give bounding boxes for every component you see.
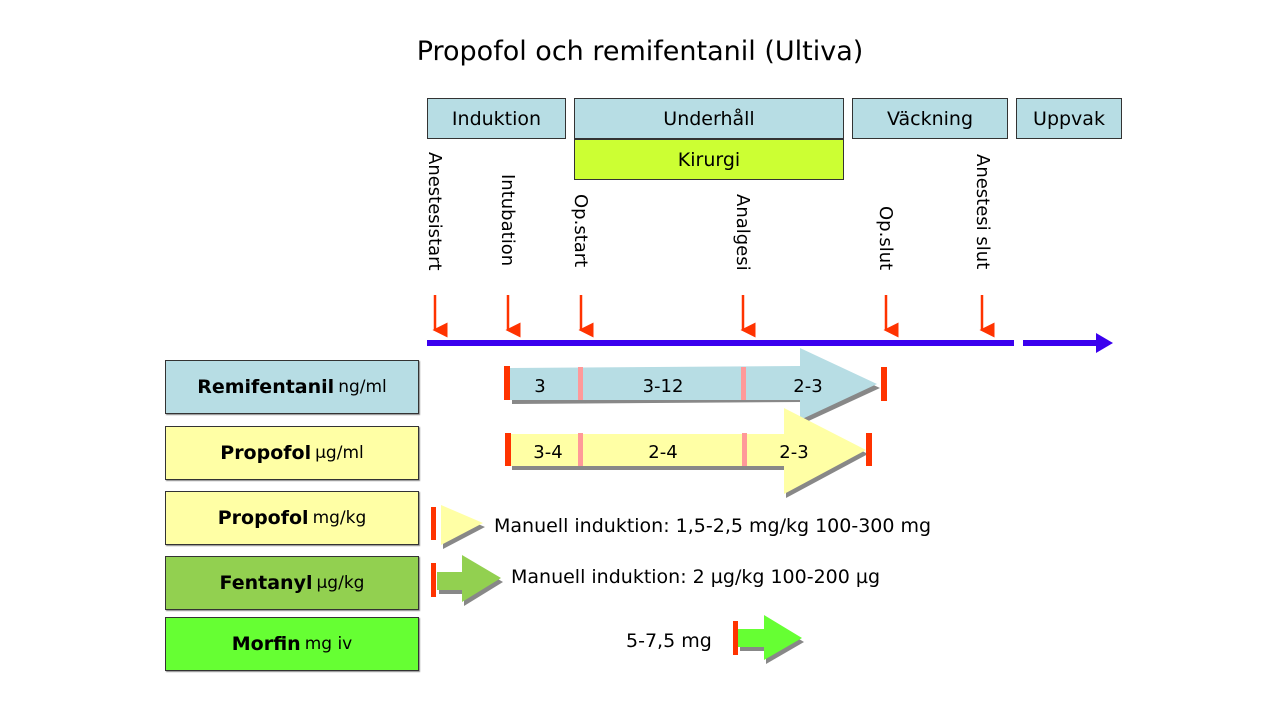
propofol-bolus-arrow (441, 505, 483, 545)
phase-induktion: Induktion (427, 98, 566, 139)
remi-segment-1: 3 (534, 376, 546, 397)
segment-marker (578, 367, 583, 400)
event-intubation: Intubation (497, 174, 518, 267)
event-anestesi-slut: Anestesi slut (972, 154, 993, 270)
fentanyl-note: Manuell induktion: 2 µg/kg 100-200 µg (511, 566, 881, 588)
event-arrows (432, 295, 995, 338)
remi-segment-3: 2-3 (793, 376, 823, 397)
timeline-continuation (1023, 340, 1101, 346)
segment-marker (742, 433, 747, 466)
propofol-segment-1: 3-4 (533, 442, 563, 463)
phase-kirurgi: Kirurgi (574, 139, 844, 180)
start-marker (431, 563, 436, 597)
segment-marker (578, 433, 583, 466)
page-title: Propofol och remifentanil (Ultiva) (416, 36, 864, 67)
end-marker (881, 367, 887, 401)
phase-vackning: Väckning (852, 98, 1008, 139)
propofol-arrow (510, 408, 866, 494)
fentanyl-arrow (437, 555, 501, 602)
morfin-arrow (738, 615, 802, 660)
event-analgesi: Analgesi (732, 194, 753, 271)
start-marker (431, 507, 436, 540)
phase-uppvak: Uppvak (1016, 98, 1122, 139)
segment-marker (741, 367, 746, 400)
start-marker (505, 433, 511, 466)
propofol-note: Manuell induktion: 1,5-2,5 mg/kg 100-300… (494, 515, 932, 537)
timeline (427, 340, 1014, 346)
remifentanil-arrow (510, 348, 877, 420)
event-op-start: Op.start (570, 194, 591, 268)
propofol-segment-3: 2-3 (779, 442, 809, 463)
start-marker (733, 621, 738, 655)
phase-underhall: Underhåll (574, 98, 844, 139)
remi-segment-2: 3-12 (642, 376, 684, 397)
end-marker (866, 433, 872, 466)
morfin-note: 5-7,5 mg (626, 630, 712, 652)
arrowhead-icon (1096, 333, 1113, 353)
start-marker (504, 366, 510, 400)
event-op-slut: Op.slut (875, 206, 896, 271)
event-anestesistart: Anestesistart (424, 152, 445, 271)
propofol-segment-2: 2-4 (648, 442, 678, 463)
